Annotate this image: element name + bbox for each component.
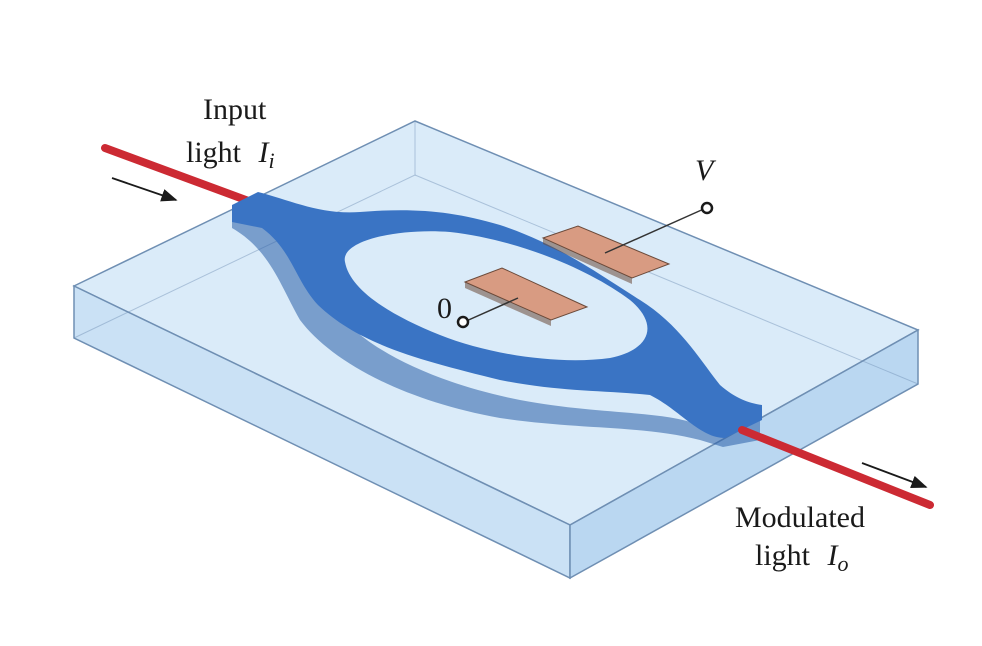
input-fiber [101,144,266,210]
ground-label: 0 [437,292,452,325]
input-direction-arrow [111,177,178,202]
input-light-word: light [186,136,242,169]
output-intensity-symbol: I [827,539,840,572]
waveguide-mach-zehnder [232,192,762,438]
electrode-bottom-side [465,282,551,326]
substrate-right-face [569,328,919,580]
voltage-lead [604,207,707,254]
output-fiber [738,426,934,509]
input-label-line1: Input [203,93,267,126]
input-intensity-symbol: I [258,136,271,169]
input-label-line2: light Ii [186,136,275,173]
ground-lead [463,297,519,323]
voltage-terminal [700,201,714,215]
output-direction-arrow [861,462,928,488]
ground-terminal [456,315,470,329]
input-intensity-subscript: i [269,148,275,173]
output-label-line1: Modulated [735,501,865,534]
output-intensity-subscript: o [838,551,849,576]
output-light-word: light [755,539,811,572]
output-label-line2: light Io [755,539,849,576]
voltage-label: V [695,154,717,187]
substrate-hidden-edges [73,121,416,339]
electrode-top-side [543,238,632,284]
